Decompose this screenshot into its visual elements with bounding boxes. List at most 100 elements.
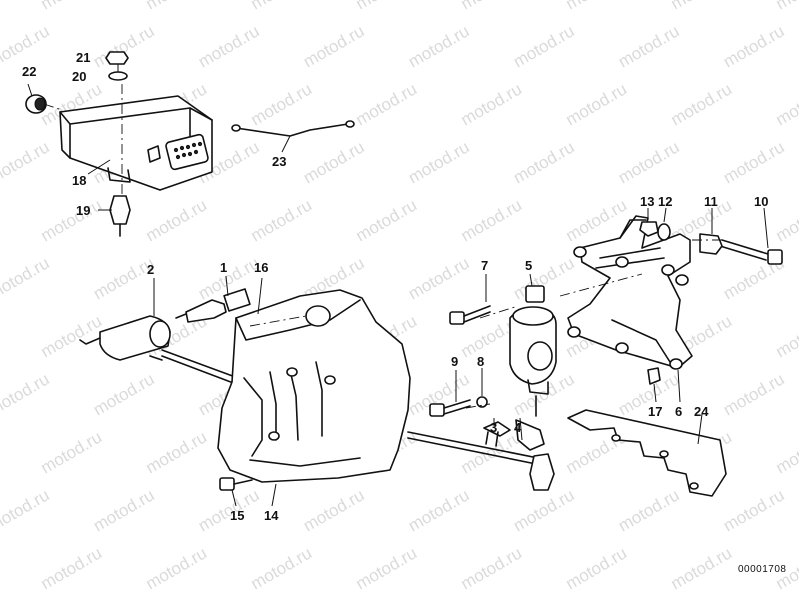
ignition-control-unit xyxy=(59,95,213,191)
connector-3 xyxy=(483,421,511,447)
callout-23: 23 xyxy=(272,154,286,169)
heat-shield-24 xyxy=(567,409,727,497)
watermark-text: motod.ru xyxy=(38,311,106,361)
bolt-15 xyxy=(219,477,253,491)
watermark-text: motod.ru xyxy=(773,311,799,361)
watermark-text: motod.ru xyxy=(38,543,106,593)
watermark-text: motod.ru xyxy=(563,0,631,13)
watermark-text: motod.ru xyxy=(720,21,788,71)
watermark-text: motod.ru xyxy=(0,485,53,535)
alignment-lines xyxy=(43,84,722,409)
watermark-text: motod.ru xyxy=(90,485,158,535)
watermark-text: motod.ru xyxy=(353,0,421,13)
watermark-text: motod.ru xyxy=(143,195,211,245)
watermark-text: motod.ru xyxy=(563,79,631,129)
callout-17: 17 xyxy=(648,404,662,419)
watermark-text: motod.ru xyxy=(720,137,788,187)
watermark-text: motod.ru xyxy=(0,369,53,419)
callout-5: 5 xyxy=(525,258,532,273)
watermark-text: motod.ru xyxy=(405,137,473,187)
watermark-text: motod.ru xyxy=(668,0,736,13)
callout-15: 15 xyxy=(230,508,244,523)
watermark-text: motod.ru xyxy=(615,137,683,187)
watermark-text: motod.ru xyxy=(0,253,53,303)
spark-plug-1 xyxy=(175,288,251,323)
watermark-text: motod.ru xyxy=(615,21,683,71)
bracket-6 xyxy=(567,215,693,370)
callout-16: 16 xyxy=(254,260,268,275)
ignition-coil-2 xyxy=(79,315,239,385)
rubber-mount-19 xyxy=(109,195,131,237)
watermark-text: motod.ru xyxy=(510,485,578,535)
callout-3: 3 xyxy=(490,420,497,435)
watermark-text: motod.ru xyxy=(615,485,683,535)
watermark-text: motod.ru xyxy=(143,543,211,593)
callout-6: 6 xyxy=(675,404,682,419)
callout-22: 22 xyxy=(22,64,36,79)
bolt-7 xyxy=(449,305,491,325)
callout-24: 24 xyxy=(694,404,709,419)
watermark-text: motod.ru xyxy=(668,543,736,593)
watermark-text: motod.ru xyxy=(458,0,526,13)
callout-11: 11 xyxy=(704,194,718,209)
callout-12: 12 xyxy=(658,194,672,209)
watermark-text: motod.ru xyxy=(300,21,368,71)
watermark-text: motod.ru xyxy=(143,0,211,13)
callout-8: 8 xyxy=(477,354,484,369)
watermark-text: motod.ru xyxy=(668,79,736,129)
coil-5 xyxy=(509,285,557,395)
callout-14: 14 xyxy=(264,508,279,523)
callout-13: 13 xyxy=(640,194,654,209)
watermark-text: motod.ru xyxy=(458,79,526,129)
callout-2: 2 xyxy=(147,262,154,277)
clip-17 xyxy=(647,367,661,385)
callout-7: 7 xyxy=(481,258,488,273)
callout-9: 9 xyxy=(451,354,458,369)
watermark-text: motod.ru xyxy=(38,427,106,477)
watermark-text: motod.ru xyxy=(720,485,788,535)
grommet-22 xyxy=(25,94,47,114)
watermark-text: motod.ru xyxy=(773,427,799,477)
callout-19: 19 xyxy=(76,203,90,218)
watermark-text: motod.ru xyxy=(405,253,473,303)
ground-cable-23 xyxy=(231,120,355,137)
watermark-text: motod.ru xyxy=(405,485,473,535)
watermark-text: motod.ru xyxy=(353,543,421,593)
nut-13 xyxy=(639,221,659,237)
watermark-text: motod.ru xyxy=(248,0,316,13)
connector-4 xyxy=(515,395,555,491)
watermark-text: motod.ru xyxy=(773,195,799,245)
watermark-text: motod.ru xyxy=(90,253,158,303)
watermark-text: motod.ru xyxy=(195,21,263,71)
watermark-text: motod.ru xyxy=(300,485,368,535)
watermark-text: motod.ru xyxy=(195,485,263,535)
watermark-text: motod.ru xyxy=(248,79,316,129)
watermark-text: motod.ru xyxy=(90,369,158,419)
watermark-text: motod.ru xyxy=(720,369,788,419)
callout-20: 20 xyxy=(72,69,86,84)
watermark-text: motod.ru xyxy=(773,79,799,129)
nut-21 xyxy=(105,51,129,65)
callout-10: 10 xyxy=(754,194,768,209)
watermark-text: motod.ru xyxy=(405,21,473,71)
watermark-text: motod.ru xyxy=(510,21,578,71)
watermark-text: motod.ru xyxy=(458,543,526,593)
watermark-text: motod.ru xyxy=(510,137,578,187)
callout-1: 1 xyxy=(220,260,227,275)
watermark-text: motod.ru xyxy=(248,195,316,245)
watermark-text: motod.ru xyxy=(38,0,106,13)
bolt-10 xyxy=(719,239,783,265)
watermark-text: motod.ru xyxy=(248,543,316,593)
washer-20 xyxy=(108,71,128,81)
connector-pins xyxy=(173,141,203,160)
spacer-11 xyxy=(699,233,723,255)
engine-housing-14 xyxy=(217,289,549,483)
leader-lines xyxy=(27,64,769,507)
watermark-text: motod.ru xyxy=(0,137,53,187)
callout-18: 18 xyxy=(72,173,86,188)
watermark-text: motod.ru xyxy=(563,543,631,593)
bolt-9 xyxy=(429,399,471,417)
document-number: 00001708 xyxy=(738,564,787,575)
watermark-text: motod.ru xyxy=(300,137,368,187)
